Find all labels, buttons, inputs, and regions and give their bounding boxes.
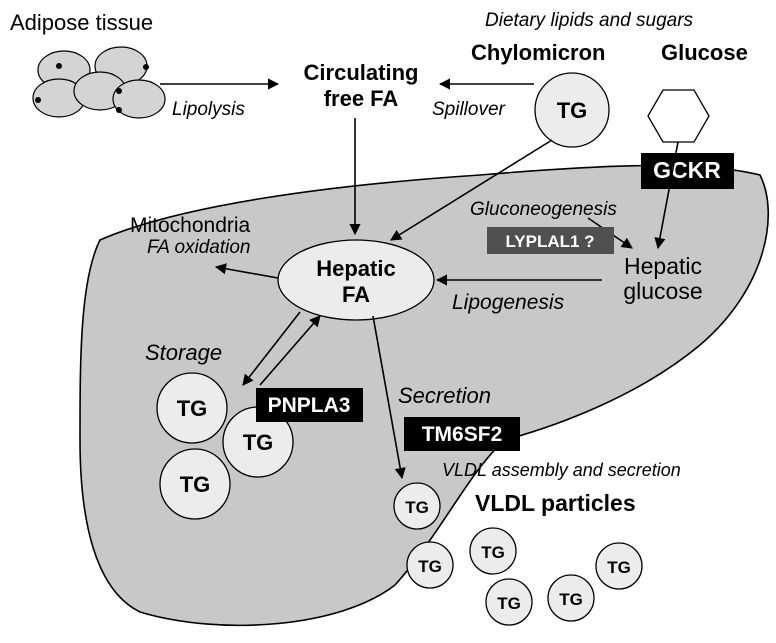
storage-tg-label-3: TG (180, 472, 211, 497)
hepatic-glucose-label-2: glucose (623, 278, 702, 304)
gluconeogenesis-label: Gluconeogenesis (470, 199, 617, 220)
storage-tg-label-1: TG (177, 396, 208, 421)
hepatic-glucose-label: Hepatic (624, 253, 702, 279)
spillover-label: Spillover (432, 99, 506, 120)
storage-tg-droplet-3 (159, 448, 231, 520)
vldl-particle-4 (547, 574, 595, 622)
gckr-label: GCKR (653, 157, 721, 183)
vldl-tg-inside (393, 482, 441, 530)
gckr-box (641, 153, 734, 189)
storage-tg-droplet-1 (156, 372, 228, 444)
glucose-hexagon (647, 89, 710, 143)
hepatic-fa-label: Hepatic (316, 256, 395, 281)
vldl-particle-label-4: TG (559, 590, 583, 609)
storage-tg-label-2: TG (243, 430, 274, 455)
adipose-cells (32, 46, 166, 119)
dietary-label: Dietary lipids and sugars (485, 10, 694, 31)
chylomicron-circle (534, 72, 610, 148)
vldl-assembly-label: VLDL assembly and secretion (442, 460, 681, 480)
circulating-label: Circulating (304, 60, 419, 85)
mitochondria-label: Mitochondria (130, 214, 251, 237)
hepatic-fa-ellipse (277, 239, 435, 321)
vldl-particle-label-2: TG (481, 543, 505, 562)
fa-oxidation-label: FA oxidation (147, 237, 251, 258)
tm6sf2-label: TM6SF2 (422, 423, 503, 446)
vldl-particle-label-3: TG (497, 594, 521, 613)
lyplal1-label: LYPLAL1 ? (505, 232, 594, 251)
tm6sf2-box (404, 417, 520, 451)
pnpla3-box (256, 388, 363, 422)
vldl-tg-inside-label: TG (405, 498, 429, 517)
vldl-particle-2 (469, 527, 517, 575)
adipose-label: Adipose tissue (10, 10, 153, 35)
hepatic-fa-label-2: FA (342, 282, 370, 307)
chylomicron-tg: TG (557, 98, 588, 123)
chylomicron-label: Chylomicron (471, 40, 605, 65)
storage-label: Storage (145, 340, 222, 365)
vldl-particle-3 (485, 578, 533, 626)
lipogenesis-label: Lipogenesis (452, 291, 565, 314)
secretion-label: Secretion (398, 383, 491, 408)
pnpla3-label: PNPLA3 (268, 394, 351, 417)
free-fa-label: free FA (324, 86, 399, 111)
vldl-particle-label-1: TG (418, 557, 442, 576)
glucose-label: Glucose (661, 40, 748, 65)
vldl-particle-label-5: TG (607, 558, 631, 577)
vldl-particle-5 (595, 542, 643, 590)
lyplal1-box (487, 227, 614, 254)
vldl-particles-label: VLDL particles (475, 490, 636, 516)
vldl-particle-1 (406, 541, 454, 589)
lipolysis-label: Lipolysis (172, 99, 245, 120)
